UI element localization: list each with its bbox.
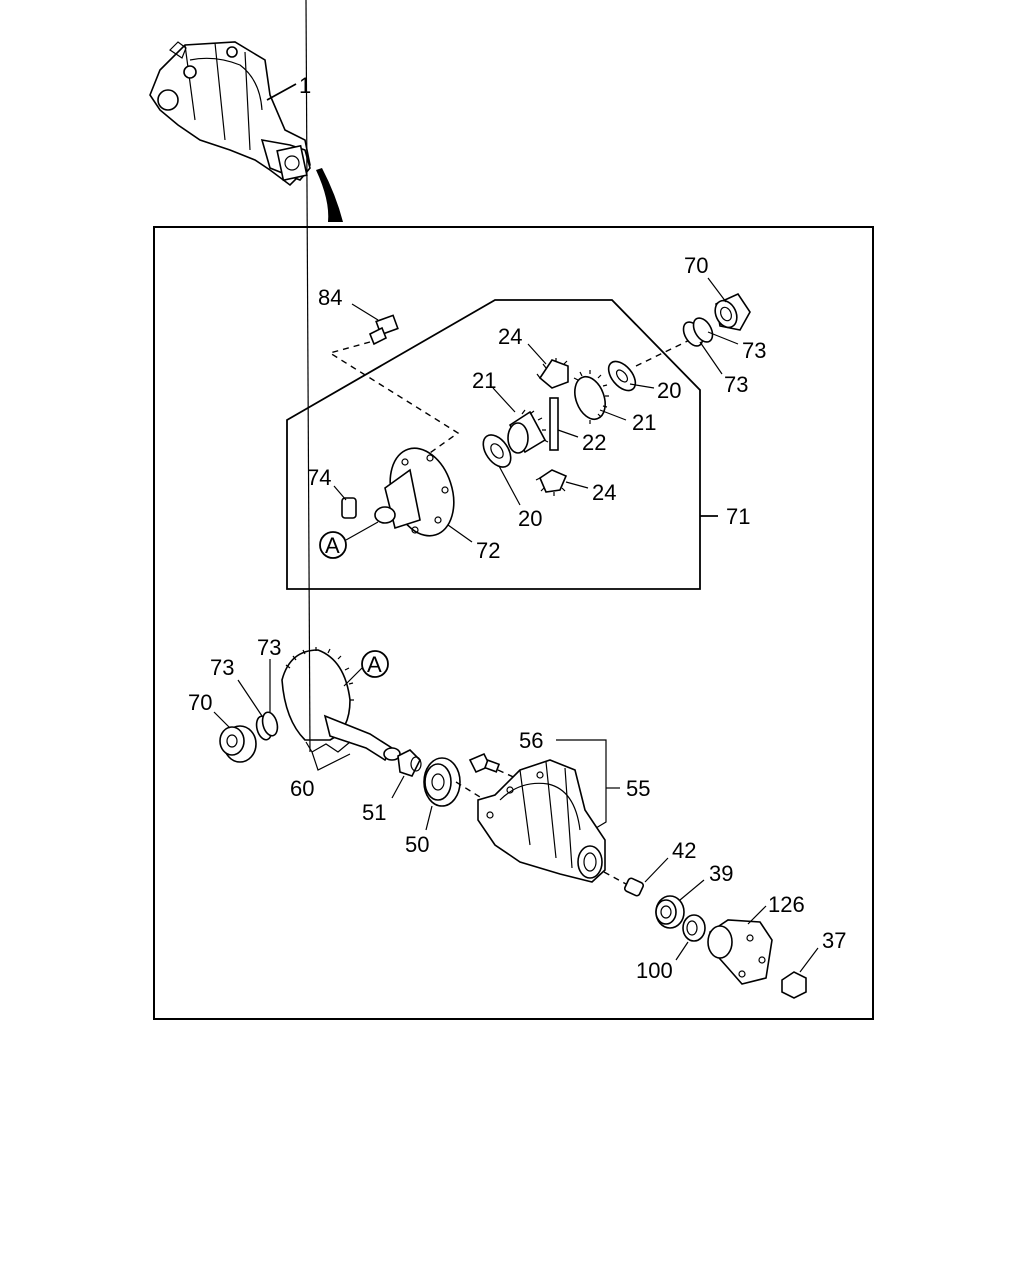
oil-seal-100 [682, 914, 706, 942]
pin-74 [341, 497, 357, 519]
bolt-56 [468, 752, 501, 774]
thrust-washer-20-upper [607, 360, 637, 392]
callout-73-lower-a: 73 [210, 655, 234, 680]
callout-37: 37 [822, 928, 846, 953]
callout-126: 126 [768, 892, 805, 917]
callout-55: 55 [626, 776, 650, 801]
callout-51: 51 [362, 800, 386, 825]
pinion-gear-24-upper [536, 358, 569, 389]
thrust-washer-20-lower [482, 434, 512, 468]
callout-42: 42 [672, 838, 696, 863]
callout-70-lower: 70 [188, 690, 212, 715]
callout-73-upper-a: 73 [742, 338, 766, 363]
subassembly-71-box [286, 299, 701, 590]
callout-50: 50 [405, 832, 429, 857]
callout-1: 1 [299, 73, 311, 98]
callout-100: 100 [636, 958, 673, 983]
callout-73-lower-b: 73 [257, 635, 281, 660]
ring-gear-and-pinion-60 [281, 647, 401, 762]
side-gear-21-left [507, 409, 549, 454]
callout-72: 72 [476, 538, 500, 563]
shims-73-lower [255, 711, 279, 741]
callout-73-upper-b: 73 [724, 372, 748, 397]
bearing-39 [655, 895, 685, 929]
callout-71: 71 [726, 504, 750, 529]
reference-a-lower: A [367, 652, 382, 677]
companion-flange-126 [707, 919, 773, 985]
callout-20-upper: 20 [657, 378, 681, 403]
callout-56: 56 [519, 728, 543, 753]
differential-carrier-55 [477, 759, 606, 883]
flange-nut-37 [781, 971, 807, 999]
callout-22: 22 [582, 430, 606, 455]
collapsible-spacer-51 [397, 749, 422, 777]
assembly-pointer-arrow [316, 168, 343, 222]
bearing-70-lower [219, 725, 257, 763]
pinion-shaft-22 [549, 397, 559, 451]
callout-60: 60 [290, 776, 314, 801]
callout-74: 74 [307, 465, 331, 490]
pinion-bearing-50 [423, 757, 461, 807]
differential-case-72 [374, 447, 455, 537]
callout-84: 84 [318, 285, 342, 310]
callout-24-upper: 24 [498, 324, 522, 349]
pinion-gear-24-lower [535, 469, 568, 496]
shims-73-upper [682, 317, 714, 347]
bearing-70-upper [714, 292, 751, 331]
callout-39: 39 [709, 861, 733, 886]
callout-21-right: 21 [632, 410, 656, 435]
callout-21-left: 21 [472, 368, 496, 393]
spacer-42 [623, 877, 645, 897]
callout-20-lower: 20 [518, 506, 542, 531]
main-frame [153, 226, 874, 1020]
callout-24-lower: 24 [592, 480, 616, 505]
differential-assembly-overview [149, 41, 311, 187]
bolt-84 [368, 314, 399, 346]
callout-70-upper: 70 [684, 253, 708, 278]
reference-a-upper: A [325, 533, 340, 558]
side-gear-21-right [573, 370, 609, 424]
